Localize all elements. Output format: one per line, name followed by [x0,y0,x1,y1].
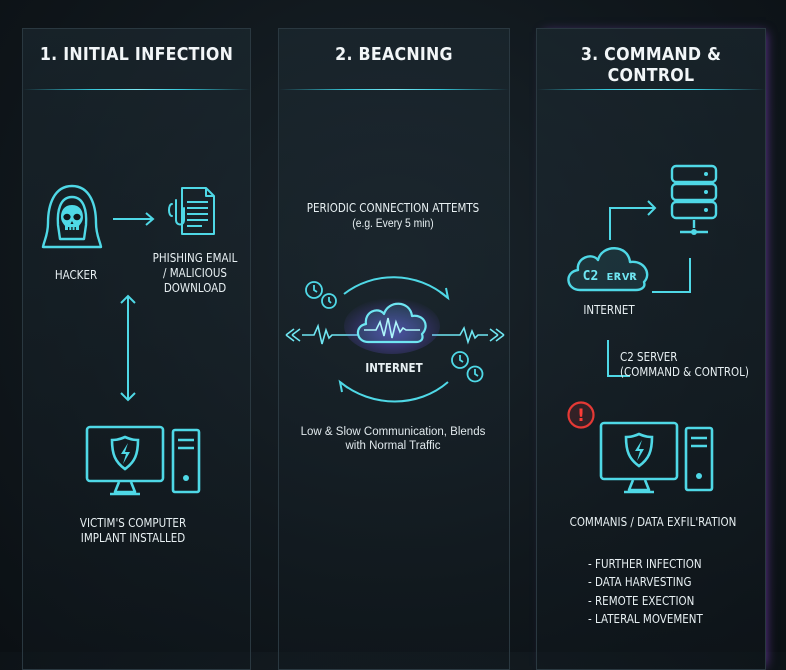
panel-title: 1. INITIAL INFECTION [39,44,234,65]
clock-icon [451,351,484,383]
computer-shield-icon [599,421,714,494]
list-item: - REMOTE EXECTION [588,594,695,608]
list-item: - FURTHER INFECTION [588,557,702,571]
cloud-waveform-icon [344,298,440,354]
beacon-caption-bottom: Low & Slow Communication, Blends with No… [288,425,498,453]
beacon-caption-line: Low & Slow Communication, Blends [300,426,486,438]
phishing-label-line: PHISHING EMAIL [152,251,238,265]
beacon-cycle-arrows [338,276,450,403]
clock-icon [305,281,337,309]
panel-initial-infection: 1. INITIAL INFECTION [22,28,251,670]
arrow-right [113,212,155,226]
phishing-label-line: / MALICIOUS [162,266,227,280]
phishing-label: PHISHING EMAIL / MALICIOUS DOWNLOAD [148,251,243,296]
title-divider [23,89,250,90]
c2-cloud-icon: C2 ᴇʀᴠʀ [567,247,649,292]
signal-waveform [285,323,505,345]
list-item: - DATA HARVESTING [588,575,692,589]
alert-glyph: ! [577,406,585,426]
connector-arrows [609,200,691,293]
hacker-label: HACKER [54,268,98,282]
c2-cloud-text: C2 ᴇʀᴠʀ [583,269,638,284]
panel-title: 3. COMMAND & CONTROL [580,44,722,86]
double-arrow-vertical [120,294,136,402]
c2-server-line: C2 SERVER [620,350,678,364]
title-divider [537,89,765,90]
connector-bracket [607,340,630,377]
beacon-caption-top: PERIODIC CONNECTION ATTEMTS (e.g. Every … [303,201,484,231]
beacon-caption-line: (e.g. Every 5 min) [352,216,434,230]
panel-command-control: 3. COMMAND & CONTROL [536,28,766,670]
alert-icon: ! [567,401,595,429]
commands-label: COMMANIS / DATA EXFIL'RATION [569,515,737,529]
c2-server-line: (COMMAND & CONTROL) [620,365,749,379]
phishing-document-icon [168,187,215,235]
panel-title: 2. BEACNING [335,44,453,65]
beacon-caption-line: with Normal Traffic [345,440,441,452]
internet-label: INTERNET [365,361,423,375]
victim-label-line: VICTIM'S COMPUTER [79,516,187,530]
computer-shield-icon [85,425,201,496]
victim-label-line: IMPLANT INSTALLED [80,531,186,545]
c2-server-label: C2 SERVER (COMMAND & CONTROL) [620,350,749,380]
hacker-skull-icon [41,184,103,249]
list-item: - LATERAL MOVEMENT [588,612,703,626]
phishing-label-line: DOWNLOAD [163,281,227,295]
victim-label: VICTIM'S COMPUTER IMPLANT INSTALLED [69,516,198,546]
c2-internet-label: INTERNET [583,303,635,317]
beacon-caption-line: PERIODIC CONNECTION ATTEMTS [306,201,480,215]
database-server-icon [670,164,718,235]
title-divider [279,89,509,90]
